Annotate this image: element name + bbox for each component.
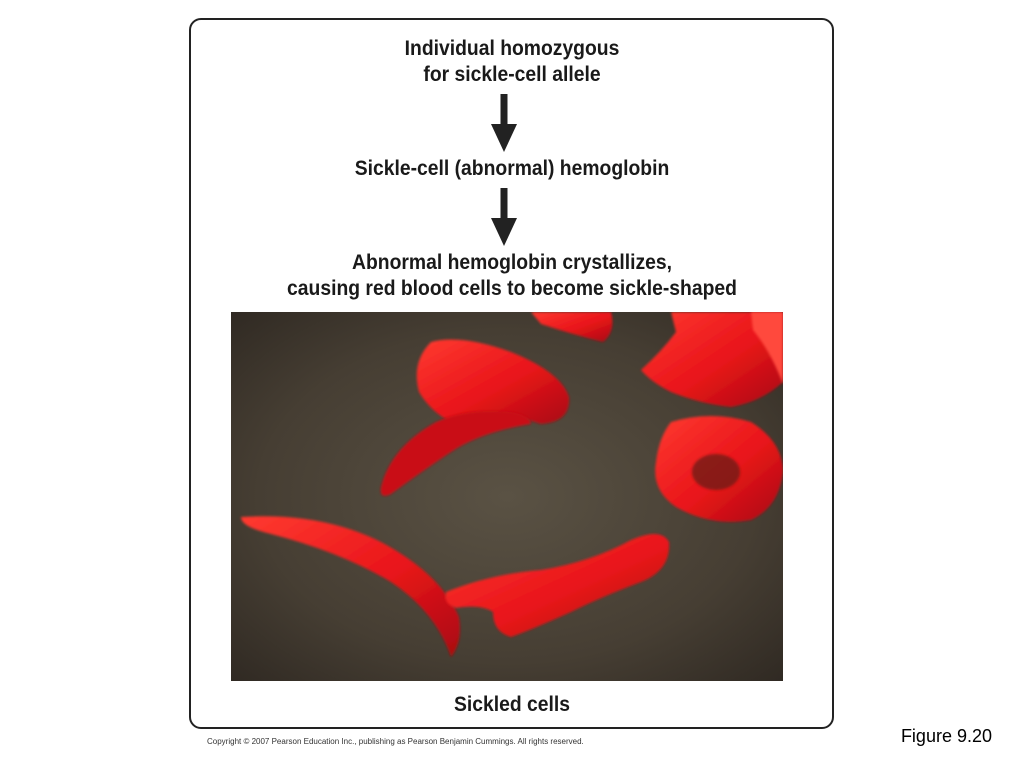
red-blood-cell [531,312,613,342]
step-1-line-2: for sickle-cell allele [423,63,601,86]
photo-caption: Sickled cells [453,693,571,716]
red-blood-cell [641,312,783,407]
step-3-line-2: causing red blood cells to become sickle… [287,277,737,300]
step-3-line-1: Abnormal hemoglobin crystallizes, [352,251,672,274]
sickle-cell [380,411,531,496]
down-arrow-icon [491,94,517,152]
down-arrow-icon [491,188,517,246]
sickle-cell [241,516,460,657]
step-crystallization: Abnormal hemoglobin crystallizes, causin… [41,250,983,302]
step-abnormal-hemoglobin: Sickle-cell (abnormal) hemoglobin [41,156,983,182]
figure-label: Figure 9.20 [900,726,992,746]
sickled-cells-micrograph [231,312,783,681]
sickle-cell [416,339,570,424]
step-2-line-1: Sickle-cell (abnormal) hemoglobin [354,157,670,180]
sickle-cell [445,533,670,637]
red-blood-cell [751,312,783,384]
copyright-notice: Copyright © 2007 Pearson Education Inc.,… [207,737,584,746]
step-1-line-1: Individual homozygous [404,37,620,60]
step-homozygous-individual: Individual homozygous for sickle-cell al… [41,36,983,88]
